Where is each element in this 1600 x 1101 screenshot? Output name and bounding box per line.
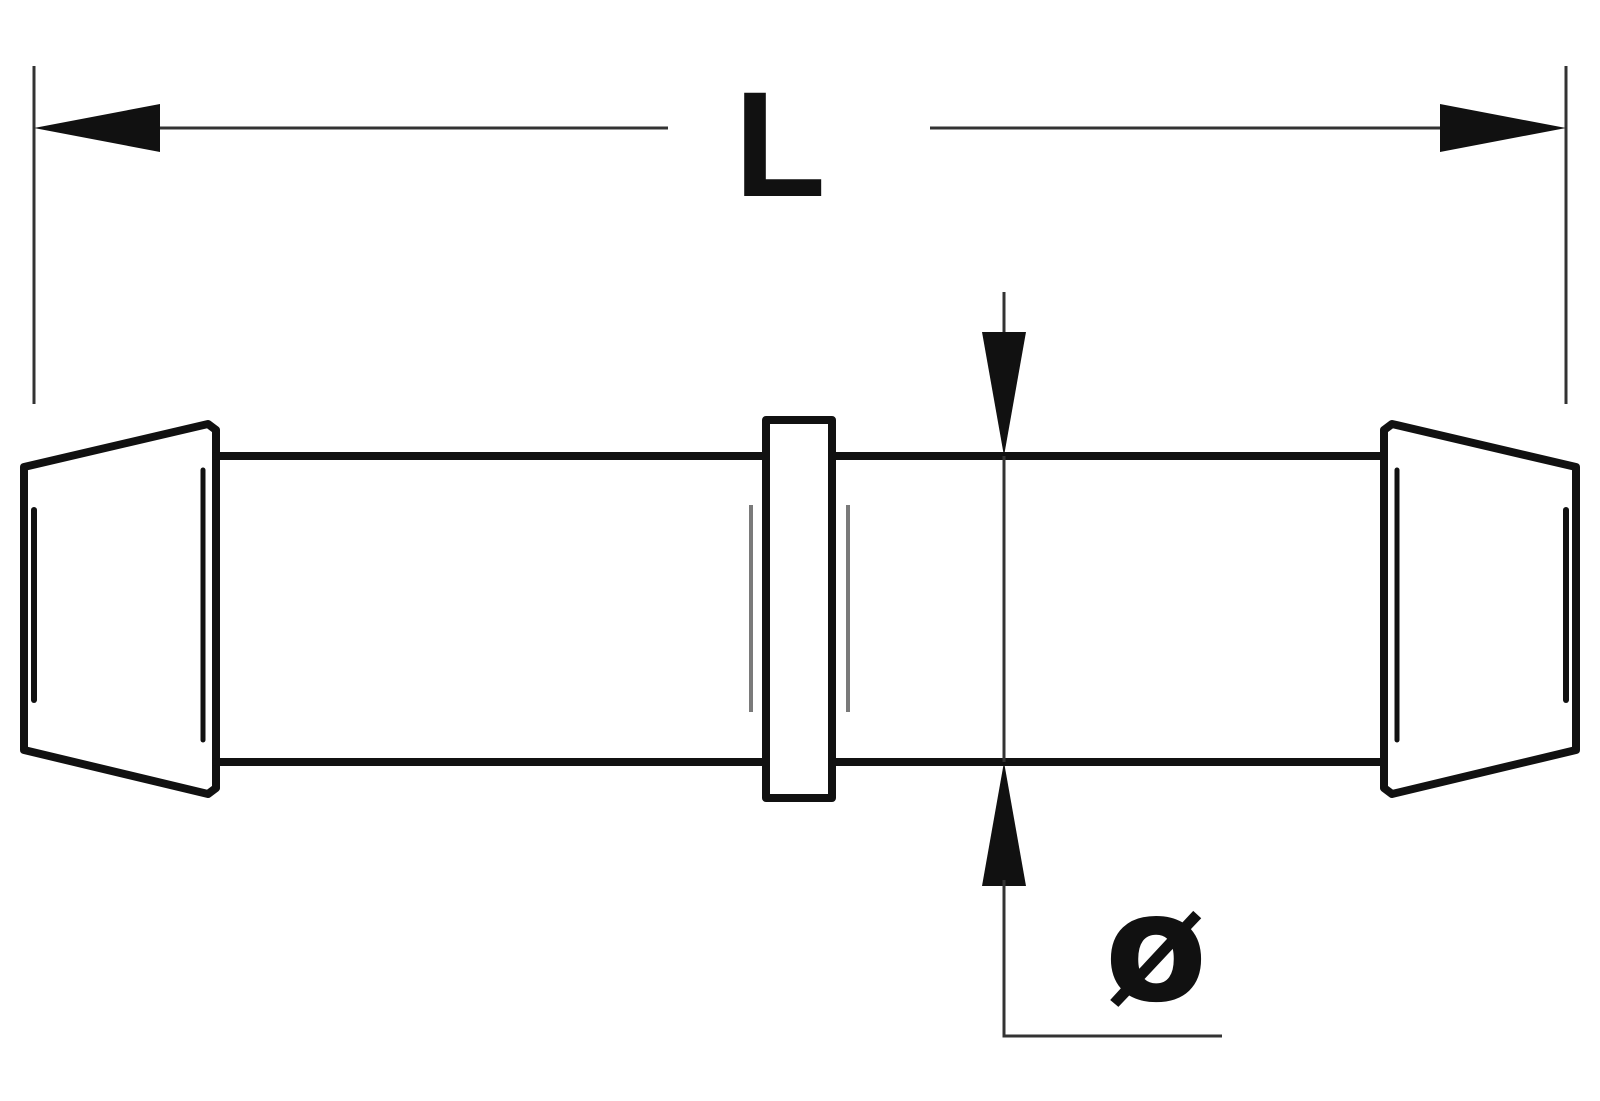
diameter-leader-bottom bbox=[1002, 880, 1222, 1038]
center-collar bbox=[762, 416, 836, 802]
diameter-arrow-bottom bbox=[982, 762, 1026, 886]
diameter-label: ø bbox=[1104, 862, 1207, 1036]
length-label: L bbox=[734, 60, 826, 228]
diameter-arrow-top bbox=[982, 332, 1026, 456]
length-arrow-right bbox=[1440, 104, 1566, 152]
left-barb bbox=[20, 420, 220, 798]
right-barb bbox=[1380, 420, 1580, 798]
length-arrow-left bbox=[34, 104, 160, 152]
